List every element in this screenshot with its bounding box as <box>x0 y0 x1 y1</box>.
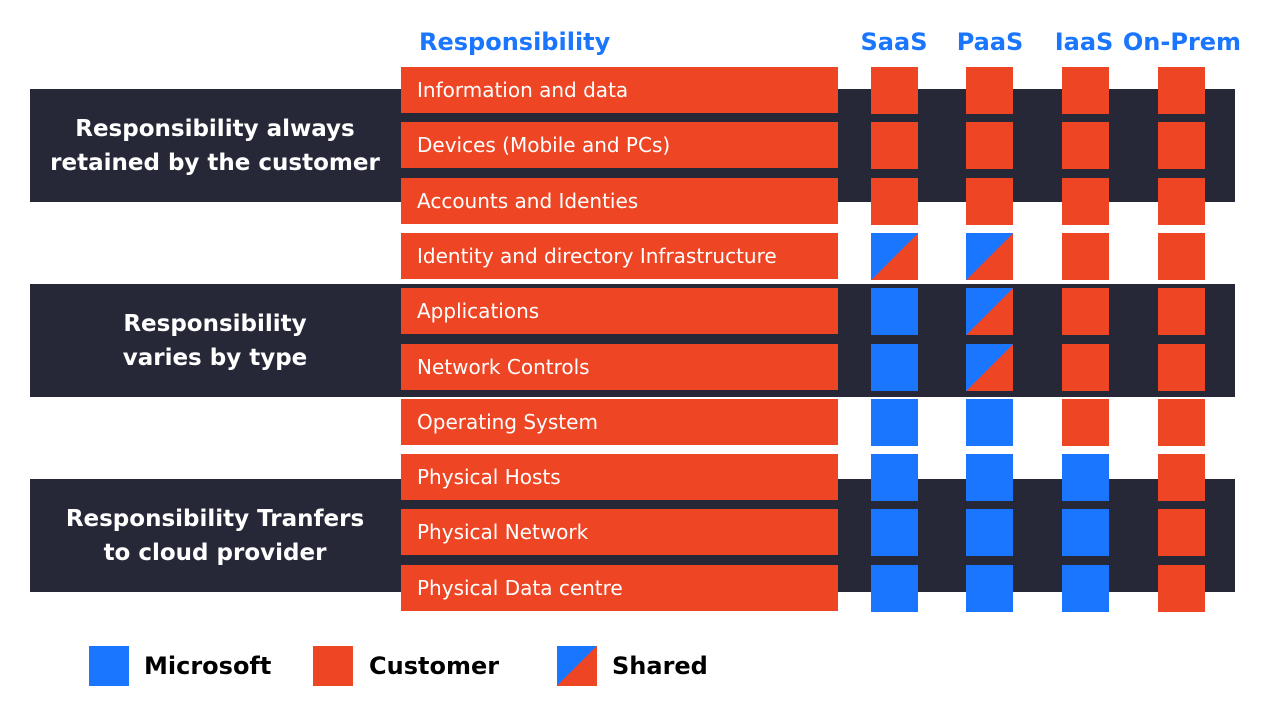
row-label: Accounts and Identies <box>401 178 838 224</box>
cell-customer <box>1062 178 1109 225</box>
legend-label-shared: Shared <box>612 652 708 680</box>
legend-label-customer: Customer <box>369 652 500 680</box>
header-paas: PaaS <box>956 28 1024 56</box>
group-label-customer: Responsibility always retained by the cu… <box>50 115 380 176</box>
cell-customer <box>1158 565 1205 612</box>
cell-microsoft <box>966 454 1013 501</box>
cell-customer <box>1158 509 1205 556</box>
cell-customer <box>1062 288 1109 335</box>
header-iaas: IaaS <box>1054 28 1114 56</box>
legend-swatch-shared <box>557 646 597 686</box>
row-label: Information and data <box>401 67 838 113</box>
cell-customer <box>1062 233 1109 280</box>
cell-customer <box>1158 122 1205 169</box>
cell-customer <box>871 178 918 225</box>
cell-customer <box>1158 399 1205 446</box>
row-label: Network Controls <box>401 344 838 390</box>
cell-customer <box>1158 454 1205 501</box>
cell-customer <box>1158 288 1205 335</box>
legend-label-microsoft: Microsoft <box>144 652 272 680</box>
cell-customer <box>966 67 1013 114</box>
legend-swatch-customer <box>313 646 353 686</box>
header-saas: SaaS <box>860 28 928 56</box>
cell-microsoft <box>871 454 918 501</box>
cell-microsoft <box>1062 454 1109 501</box>
cell-customer <box>966 122 1013 169</box>
cell-shared <box>966 288 1013 335</box>
cell-shared <box>871 233 918 280</box>
cell-microsoft <box>871 399 918 446</box>
cell-customer <box>1062 344 1109 391</box>
cell-customer <box>871 67 918 114</box>
cell-customer <box>871 122 918 169</box>
legend-swatch-microsoft <box>89 646 129 686</box>
group-label-provider: Responsibility Tranfers to cloud provide… <box>65 505 365 566</box>
responsibility-header: Responsibility <box>419 28 611 56</box>
cell-customer <box>1158 67 1205 114</box>
row-label: Physical Hosts <box>401 454 838 500</box>
header-on-prem: On-Prem <box>1122 28 1242 56</box>
group-label-varies: Responsibility varies by type <box>122 310 308 371</box>
cell-customer <box>1158 178 1205 225</box>
cell-shared <box>966 233 1013 280</box>
cell-microsoft <box>1062 509 1109 556</box>
cell-customer <box>1062 122 1109 169</box>
cell-customer <box>966 178 1013 225</box>
row-label: Applications <box>401 288 838 334</box>
row-label: Physical Data centre <box>401 565 838 611</box>
row-label: Devices (Mobile and PCs) <box>401 122 838 168</box>
cell-microsoft <box>1062 565 1109 612</box>
cell-microsoft <box>966 399 1013 446</box>
cell-customer <box>1062 399 1109 446</box>
cell-customer <box>1158 233 1205 280</box>
cell-microsoft <box>966 565 1013 612</box>
cell-customer <box>1062 67 1109 114</box>
cell-microsoft <box>871 288 918 335</box>
row-label: Physical Network <box>401 509 838 555</box>
cell-microsoft <box>871 565 918 612</box>
cell-microsoft <box>871 344 918 391</box>
cell-customer <box>1158 344 1205 391</box>
cell-microsoft <box>966 509 1013 556</box>
row-label: Operating System <box>401 399 838 445</box>
row-label: Identity and directory Infrastructure <box>401 233 838 279</box>
cell-shared <box>966 344 1013 391</box>
cell-microsoft <box>871 509 918 556</box>
